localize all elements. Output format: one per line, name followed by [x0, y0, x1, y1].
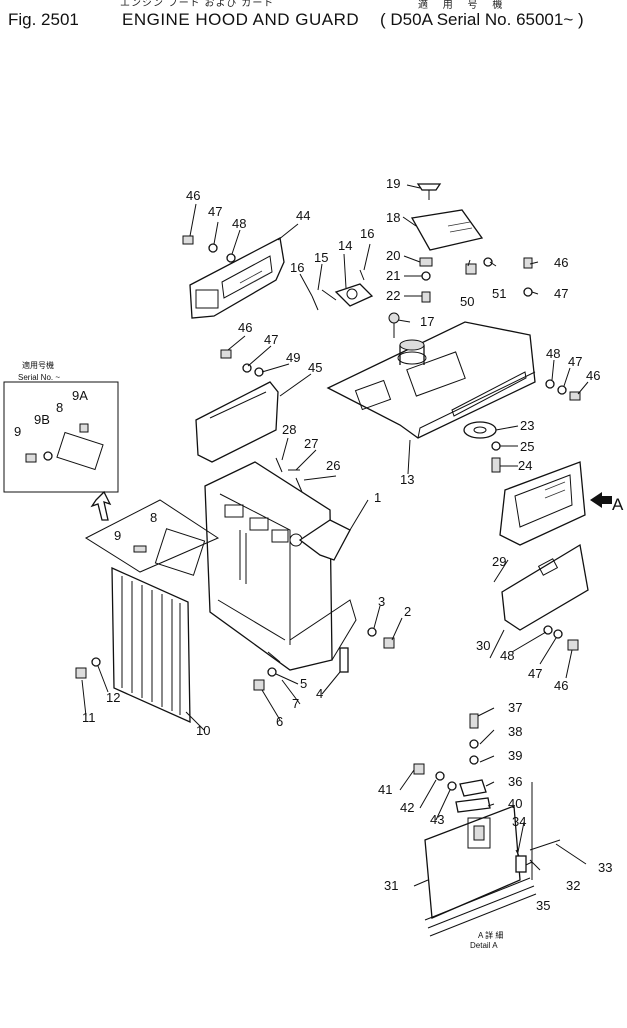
callout-41: 41	[378, 782, 392, 797]
detail-label-en: Detail A	[470, 941, 498, 950]
hinge-14	[334, 283, 374, 307]
callout-50: 50	[460, 294, 474, 309]
callout-28: 28	[282, 422, 296, 437]
callout-39: 39	[508, 748, 522, 763]
callout-46-top-right: 46	[554, 255, 568, 270]
serial-range: ( D50A Serial No. 65001~ )	[380, 10, 584, 29]
view-arrow-label: A	[612, 495, 624, 514]
callout-31: 31	[384, 878, 398, 893]
callout-38: 38	[508, 724, 522, 739]
inset-label-jp: 適用号機	[22, 360, 54, 370]
callout-25: 25	[520, 439, 534, 454]
callout-10: 10	[196, 723, 210, 738]
callout-9-lower: 9	[114, 528, 121, 543]
side-cover-44	[189, 237, 285, 319]
callout-labels: 46 47 48 44 19 18 16 14 15 16 20 21 22 1…	[14, 176, 612, 913]
grille-10	[111, 566, 191, 724]
callout-29: 29	[492, 554, 506, 569]
callout-19: 19	[386, 176, 400, 191]
callout-5: 5	[300, 676, 307, 691]
callout-48: 48	[232, 216, 246, 231]
callout-34: 34	[512, 814, 526, 829]
callout-48-right: 48	[546, 346, 560, 361]
callout-11: 11	[82, 710, 96, 725]
serial-range-text: D50A Serial No. 65001~	[390, 10, 574, 29]
callout-4: 4	[316, 686, 323, 701]
callout-14: 14	[338, 238, 352, 253]
callout-40: 40	[508, 796, 522, 811]
callout-26: 26	[326, 458, 340, 473]
side-cover-29	[499, 461, 586, 546]
callout-47-right: 47	[568, 354, 582, 369]
callout-13: 13	[400, 472, 414, 487]
side-cover-30	[501, 543, 589, 631]
callout-49: 49	[286, 350, 300, 365]
figure-title: ENGINE HOOD AND GUARD	[122, 10, 360, 29]
leader-lines	[81, 184, 589, 887]
callout-8-inset: 8	[56, 400, 63, 415]
callout-23: 23	[520, 418, 534, 433]
figure-number: Fig. 2501	[8, 10, 79, 29]
callout-37: 37	[508, 700, 522, 715]
callout-42: 42	[400, 800, 414, 815]
radiator-guard-1	[204, 461, 357, 671]
callout-51: 51	[492, 286, 506, 301]
callout-1: 1	[374, 490, 381, 505]
callout-47-top-right: 47	[554, 286, 568, 301]
callout-47-lower: 47	[528, 666, 542, 681]
view-arrow-a	[590, 492, 612, 508]
callout-24: 24	[518, 458, 532, 473]
callout-20: 20	[386, 248, 400, 263]
callout-6: 6	[276, 714, 283, 729]
callout-46-right: 46	[586, 368, 600, 383]
callout-18: 18	[386, 210, 400, 225]
callout-45: 45	[308, 360, 322, 375]
callout-46-mid-left: 46	[238, 320, 252, 335]
callout-9A: 9A	[72, 388, 88, 403]
callout-30: 30	[476, 638, 490, 653]
callout-46: 46	[186, 188, 200, 203]
serial-japanese: 適 用 号 機	[418, 0, 509, 11]
detail-a	[413, 713, 561, 937]
callout-8-lower: 8	[150, 510, 157, 525]
inset-label-en: Serial No. ~	[18, 373, 60, 382]
callout-36: 36	[508, 774, 522, 789]
callout-3: 3	[378, 594, 385, 609]
callout-27: 27	[304, 436, 318, 451]
callout-47: 47	[208, 204, 222, 219]
callout-32: 32	[566, 878, 580, 893]
title-japanese: エンジン フード および ガード	[120, 0, 275, 9]
callout-9-inset: 9	[14, 424, 21, 439]
callout-9B: 9B	[34, 412, 50, 427]
callout-47-mid-left: 47	[264, 332, 278, 347]
callout-15: 15	[314, 250, 328, 265]
callout-33: 33	[598, 860, 612, 875]
callout-46-lower: 46	[554, 678, 568, 693]
callout-48-lower: 48	[500, 648, 514, 663]
callout-12: 12	[106, 690, 120, 705]
side-cover-45	[195, 381, 279, 463]
callout-16-right: 16	[360, 226, 374, 241]
cap-18	[410, 209, 484, 251]
callout-17: 17	[420, 314, 434, 329]
callout-2: 2	[404, 604, 411, 619]
serial-inset	[3, 381, 220, 573]
detail-label-jp: A 詳 細	[478, 930, 503, 940]
engine-hood-13	[326, 321, 536, 439]
callout-22: 22	[386, 288, 400, 303]
callout-44: 44	[296, 208, 310, 223]
callout-43: 43	[430, 812, 444, 827]
callout-16-left: 16	[290, 260, 304, 275]
callout-7: 7	[292, 696, 299, 711]
callout-35: 35	[536, 898, 550, 913]
callout-21: 21	[386, 268, 400, 283]
fasteners	[75, 183, 581, 691]
